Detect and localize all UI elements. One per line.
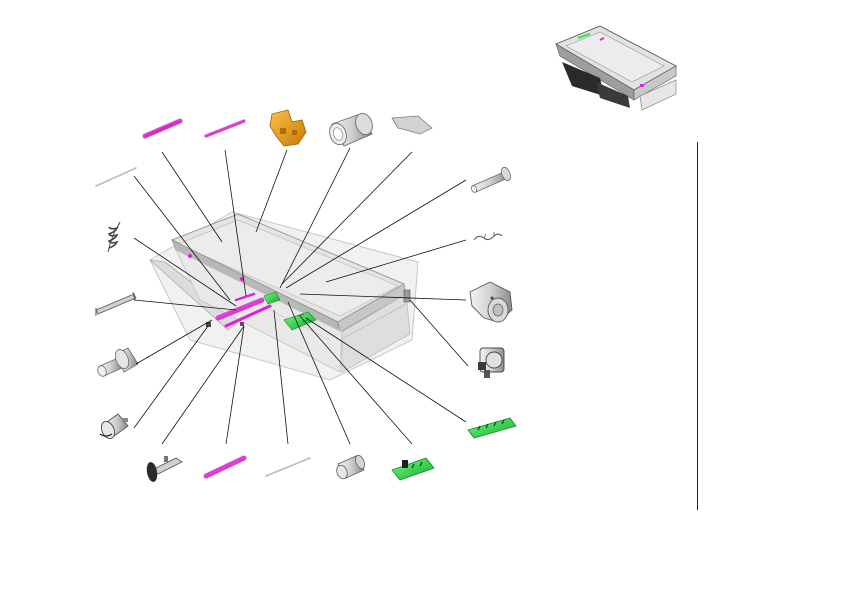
pcb-bottom-icon bbox=[391, 457, 435, 481]
wire-thin-bottom-icon bbox=[265, 457, 311, 477]
sensor-connector-icon bbox=[99, 413, 129, 439]
vertical-divider bbox=[697, 142, 698, 510]
spring-coil-icon bbox=[107, 221, 121, 253]
lever-paddle-icon bbox=[146, 456, 183, 482]
roller-stepped-icon bbox=[97, 347, 139, 377]
assembly-thumbnail-icon bbox=[554, 25, 677, 111]
rail-bracket-icon bbox=[95, 291, 137, 316]
bracket-orange-icon bbox=[269, 109, 307, 147]
leader-lines bbox=[133, 147, 469, 445]
rod-magenta-top-left-icon bbox=[142, 118, 183, 139]
main-assembly bbox=[148, 211, 419, 381]
gear-bushing-icon bbox=[336, 454, 365, 480]
motor-small-icon bbox=[478, 347, 505, 378]
roller-sleeve-icon bbox=[329, 112, 373, 147]
wire-thin-left-icon bbox=[95, 167, 137, 187]
shaft-pin-icon bbox=[470, 166, 511, 193]
rod-magenta-bottom-icon bbox=[203, 455, 247, 479]
spring-clip-icon bbox=[473, 232, 503, 241]
pcb-right-icon bbox=[467, 417, 517, 439]
cam-lever-icon bbox=[469, 281, 513, 323]
sheet-plate-icon bbox=[391, 115, 433, 135]
rod-magenta-top-icon bbox=[204, 119, 246, 138]
